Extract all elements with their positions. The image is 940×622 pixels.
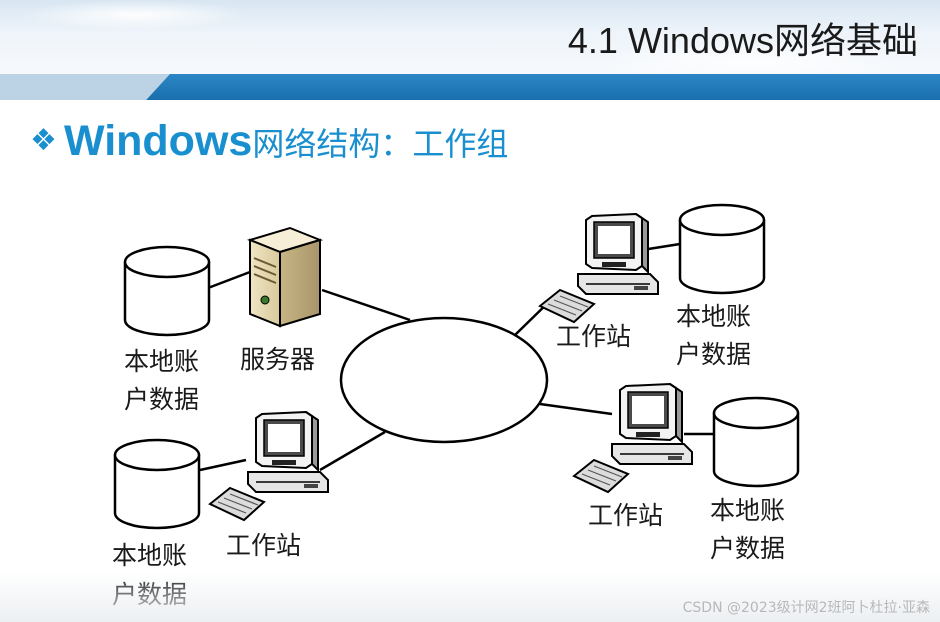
workstation-icon xyxy=(574,384,692,492)
link-workstation-bottom-right xyxy=(540,404,612,414)
server-icon xyxy=(250,228,320,326)
database-icon xyxy=(680,205,764,293)
local-account-label-line1: 本地账 xyxy=(124,347,199,376)
link-ws-left-db xyxy=(200,460,246,470)
database-icon xyxy=(125,247,209,335)
local-account-label-line1: 本地账 xyxy=(112,541,187,570)
link-workstation-bottom-left xyxy=(320,432,385,470)
database-icon xyxy=(115,440,199,528)
network-cloud-ellipse xyxy=(341,318,547,442)
database-icon xyxy=(714,398,798,486)
link-server xyxy=(322,290,410,320)
local-account-label-line2: 户数据 xyxy=(676,340,751,369)
workstation-label: 工作站 xyxy=(588,501,663,530)
workstation-label: 工作站 xyxy=(556,322,631,351)
local-account-label-line1: 本地账 xyxy=(710,496,785,525)
link-server-db xyxy=(208,272,250,288)
workstation-icon xyxy=(540,214,658,322)
local-account-label-line2: 户数据 xyxy=(710,534,785,563)
local-account-label-line2: 户数据 xyxy=(124,385,199,414)
workstation-label: 工作站 xyxy=(226,531,301,560)
workstation-icon xyxy=(210,412,328,520)
server-label: 服务器 xyxy=(240,345,315,374)
csdn-watermark: CSDN @2023级计网2班阿卜杜拉·亚森 xyxy=(683,597,930,617)
local-account-label-line1: 本地账 xyxy=(676,302,751,331)
